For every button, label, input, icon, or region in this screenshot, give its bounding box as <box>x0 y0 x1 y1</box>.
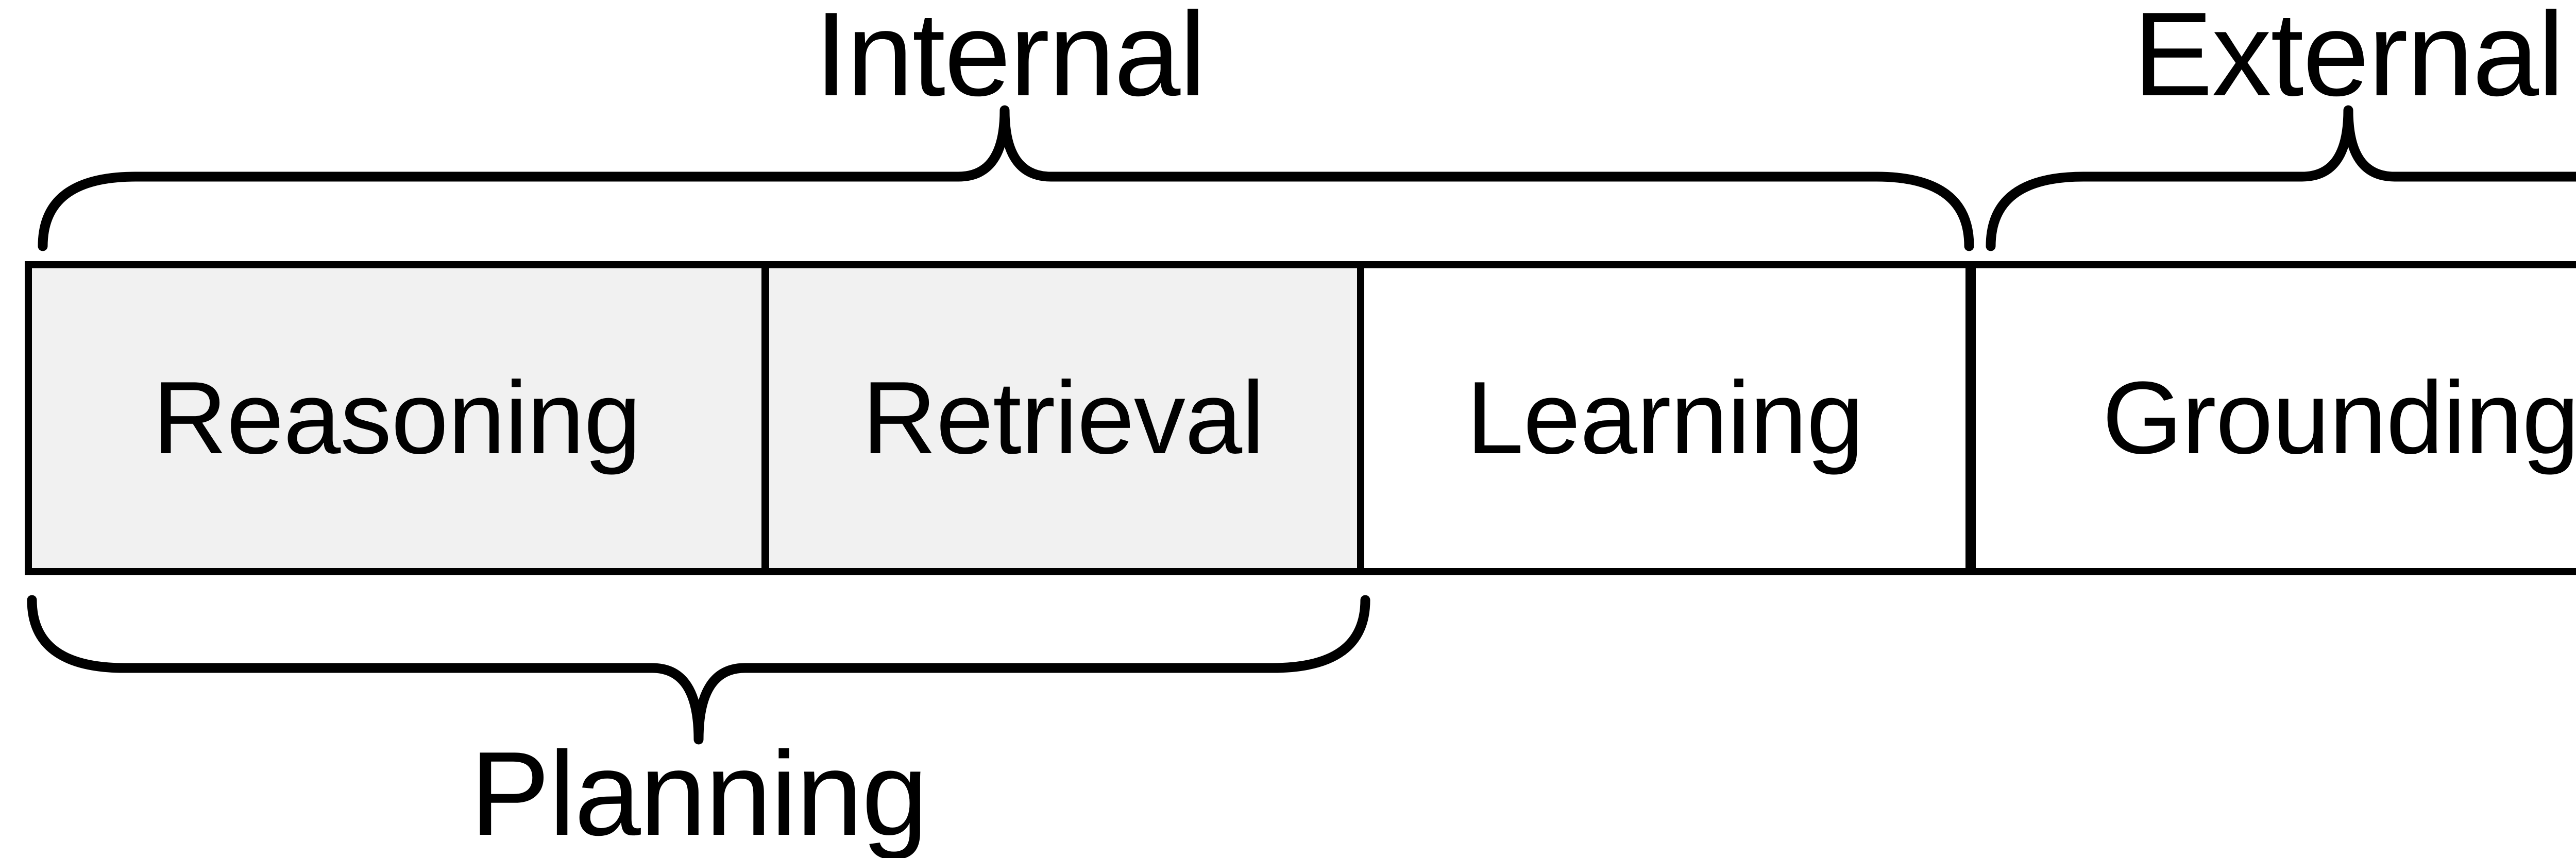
box-retrieval-label: Retrieval <box>862 361 1264 475</box>
external-group-label: External <box>2133 0 2564 121</box>
internal-brace <box>38 105 1974 251</box>
divider-reasoning-retrieval <box>761 268 769 568</box>
internal-group-label: Internal <box>815 0 1206 121</box>
box-reasoning: Reasoning <box>32 268 761 568</box>
planning-brace <box>27 595 1370 745</box>
divider-retrieval-learning <box>1357 268 1364 568</box>
planning-group-label: Planning <box>470 727 928 858</box>
box-grounding: Grounding <box>1969 261 2576 575</box>
external-brace <box>1986 105 2576 251</box>
box-grounding-label: Grounding <box>2102 361 2576 475</box>
box-learning-label: Learning <box>1466 361 1863 475</box>
internal-boxes-group: Reasoning Retrieval Learning <box>25 261 1973 575</box>
box-retrieval: Retrieval <box>769 268 1357 568</box>
box-reasoning-label: Reasoning <box>152 361 641 475</box>
box-learning: Learning <box>1364 268 1965 568</box>
